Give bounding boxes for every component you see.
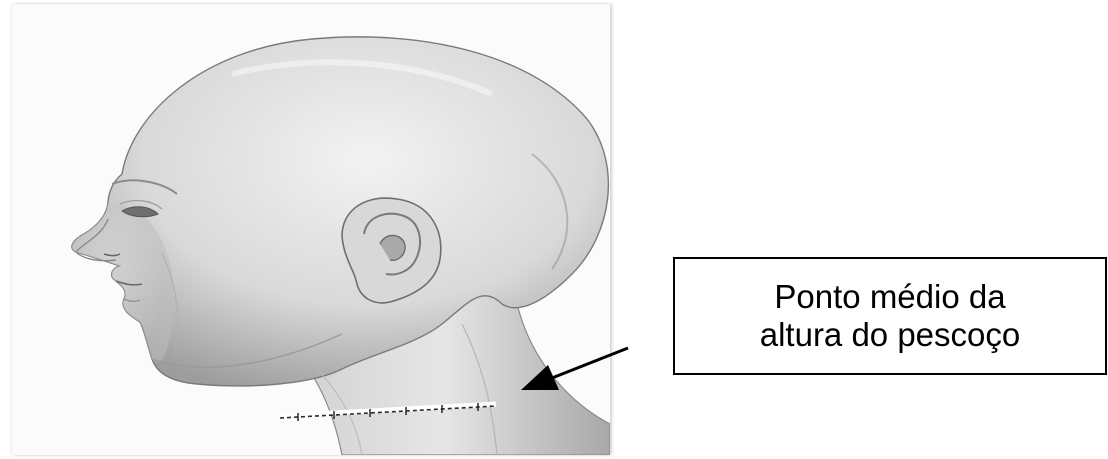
callout-box: Ponto médio da altura do pescoço — [673, 257, 1107, 375]
callout-line-1: Ponto médio da — [774, 278, 1005, 316]
callout-line-2: altura do pescoço — [760, 316, 1021, 354]
head-profile-drawing — [12, 4, 610, 455]
head-profile-illustration — [12, 4, 610, 455]
